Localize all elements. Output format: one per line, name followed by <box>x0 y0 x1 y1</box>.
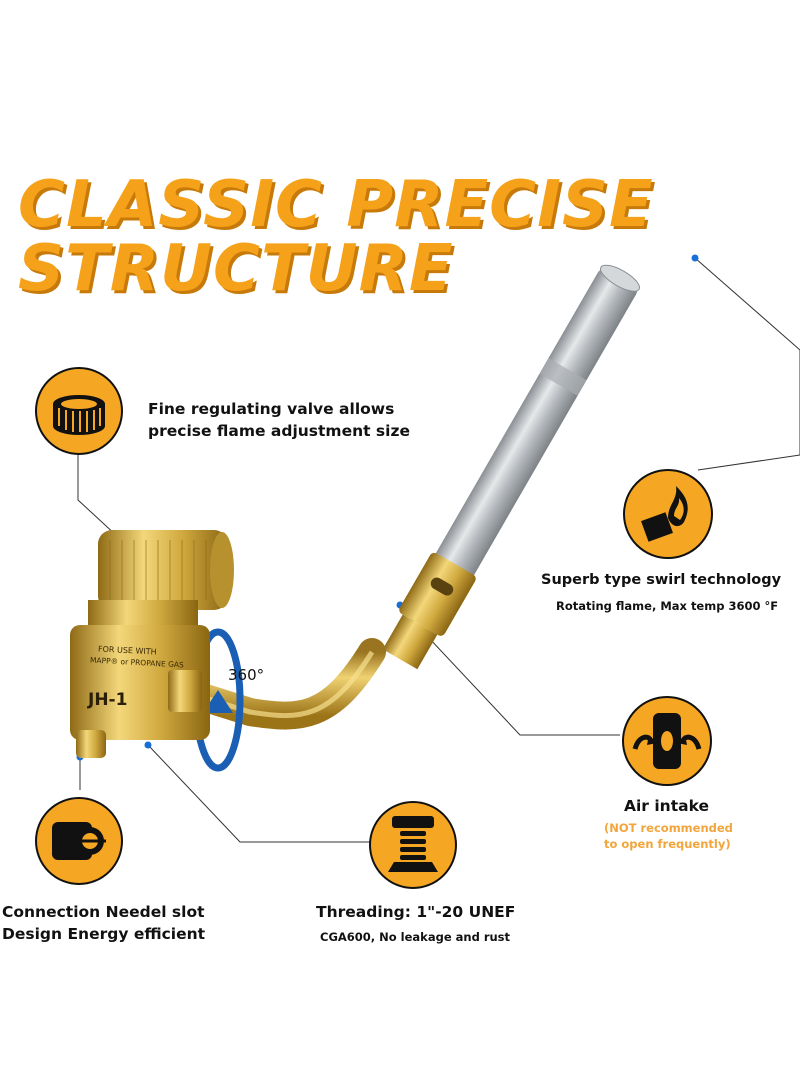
thread-icon <box>369 801 457 889</box>
air-intake-title: Air intake <box>624 797 709 815</box>
model-label: JH-1 <box>88 690 128 710</box>
swirl-feature-title: Superb type swirl technology <box>541 572 782 588</box>
valve-feature-line-1: Fine regulating valve allows <box>148 400 395 418</box>
thread-feature-subtitle: CGA600, No leakage and rust <box>320 930 511 944</box>
air-intake-note-1: (NOT recommended <box>604 821 733 835</box>
air-intake-icon <box>622 696 712 786</box>
swirl-feature-subtitle: Rotating flame, Max temp 3600 °F <box>556 599 779 613</box>
needle-feature-line-1: Connection Needel slot <box>2 903 205 921</box>
thread-feature-title: Threading: 1"-20 UNEF <box>316 903 516 921</box>
knob-icon <box>35 367 123 455</box>
air-intake-note-2: to open frequently) <box>604 837 731 851</box>
flame-icon <box>623 469 713 559</box>
headline-line-2: STRUCTURE <box>18 232 454 306</box>
headline-line-1: CLASSIC PRECISE <box>18 168 654 242</box>
rotation-label: 360° <box>228 666 265 684</box>
needle-feature-line-2: Design Energy efficient <box>2 925 206 943</box>
valve-feature-line-2: precise flame adjustment size <box>148 422 411 440</box>
needle-slot-icon <box>35 797 123 885</box>
